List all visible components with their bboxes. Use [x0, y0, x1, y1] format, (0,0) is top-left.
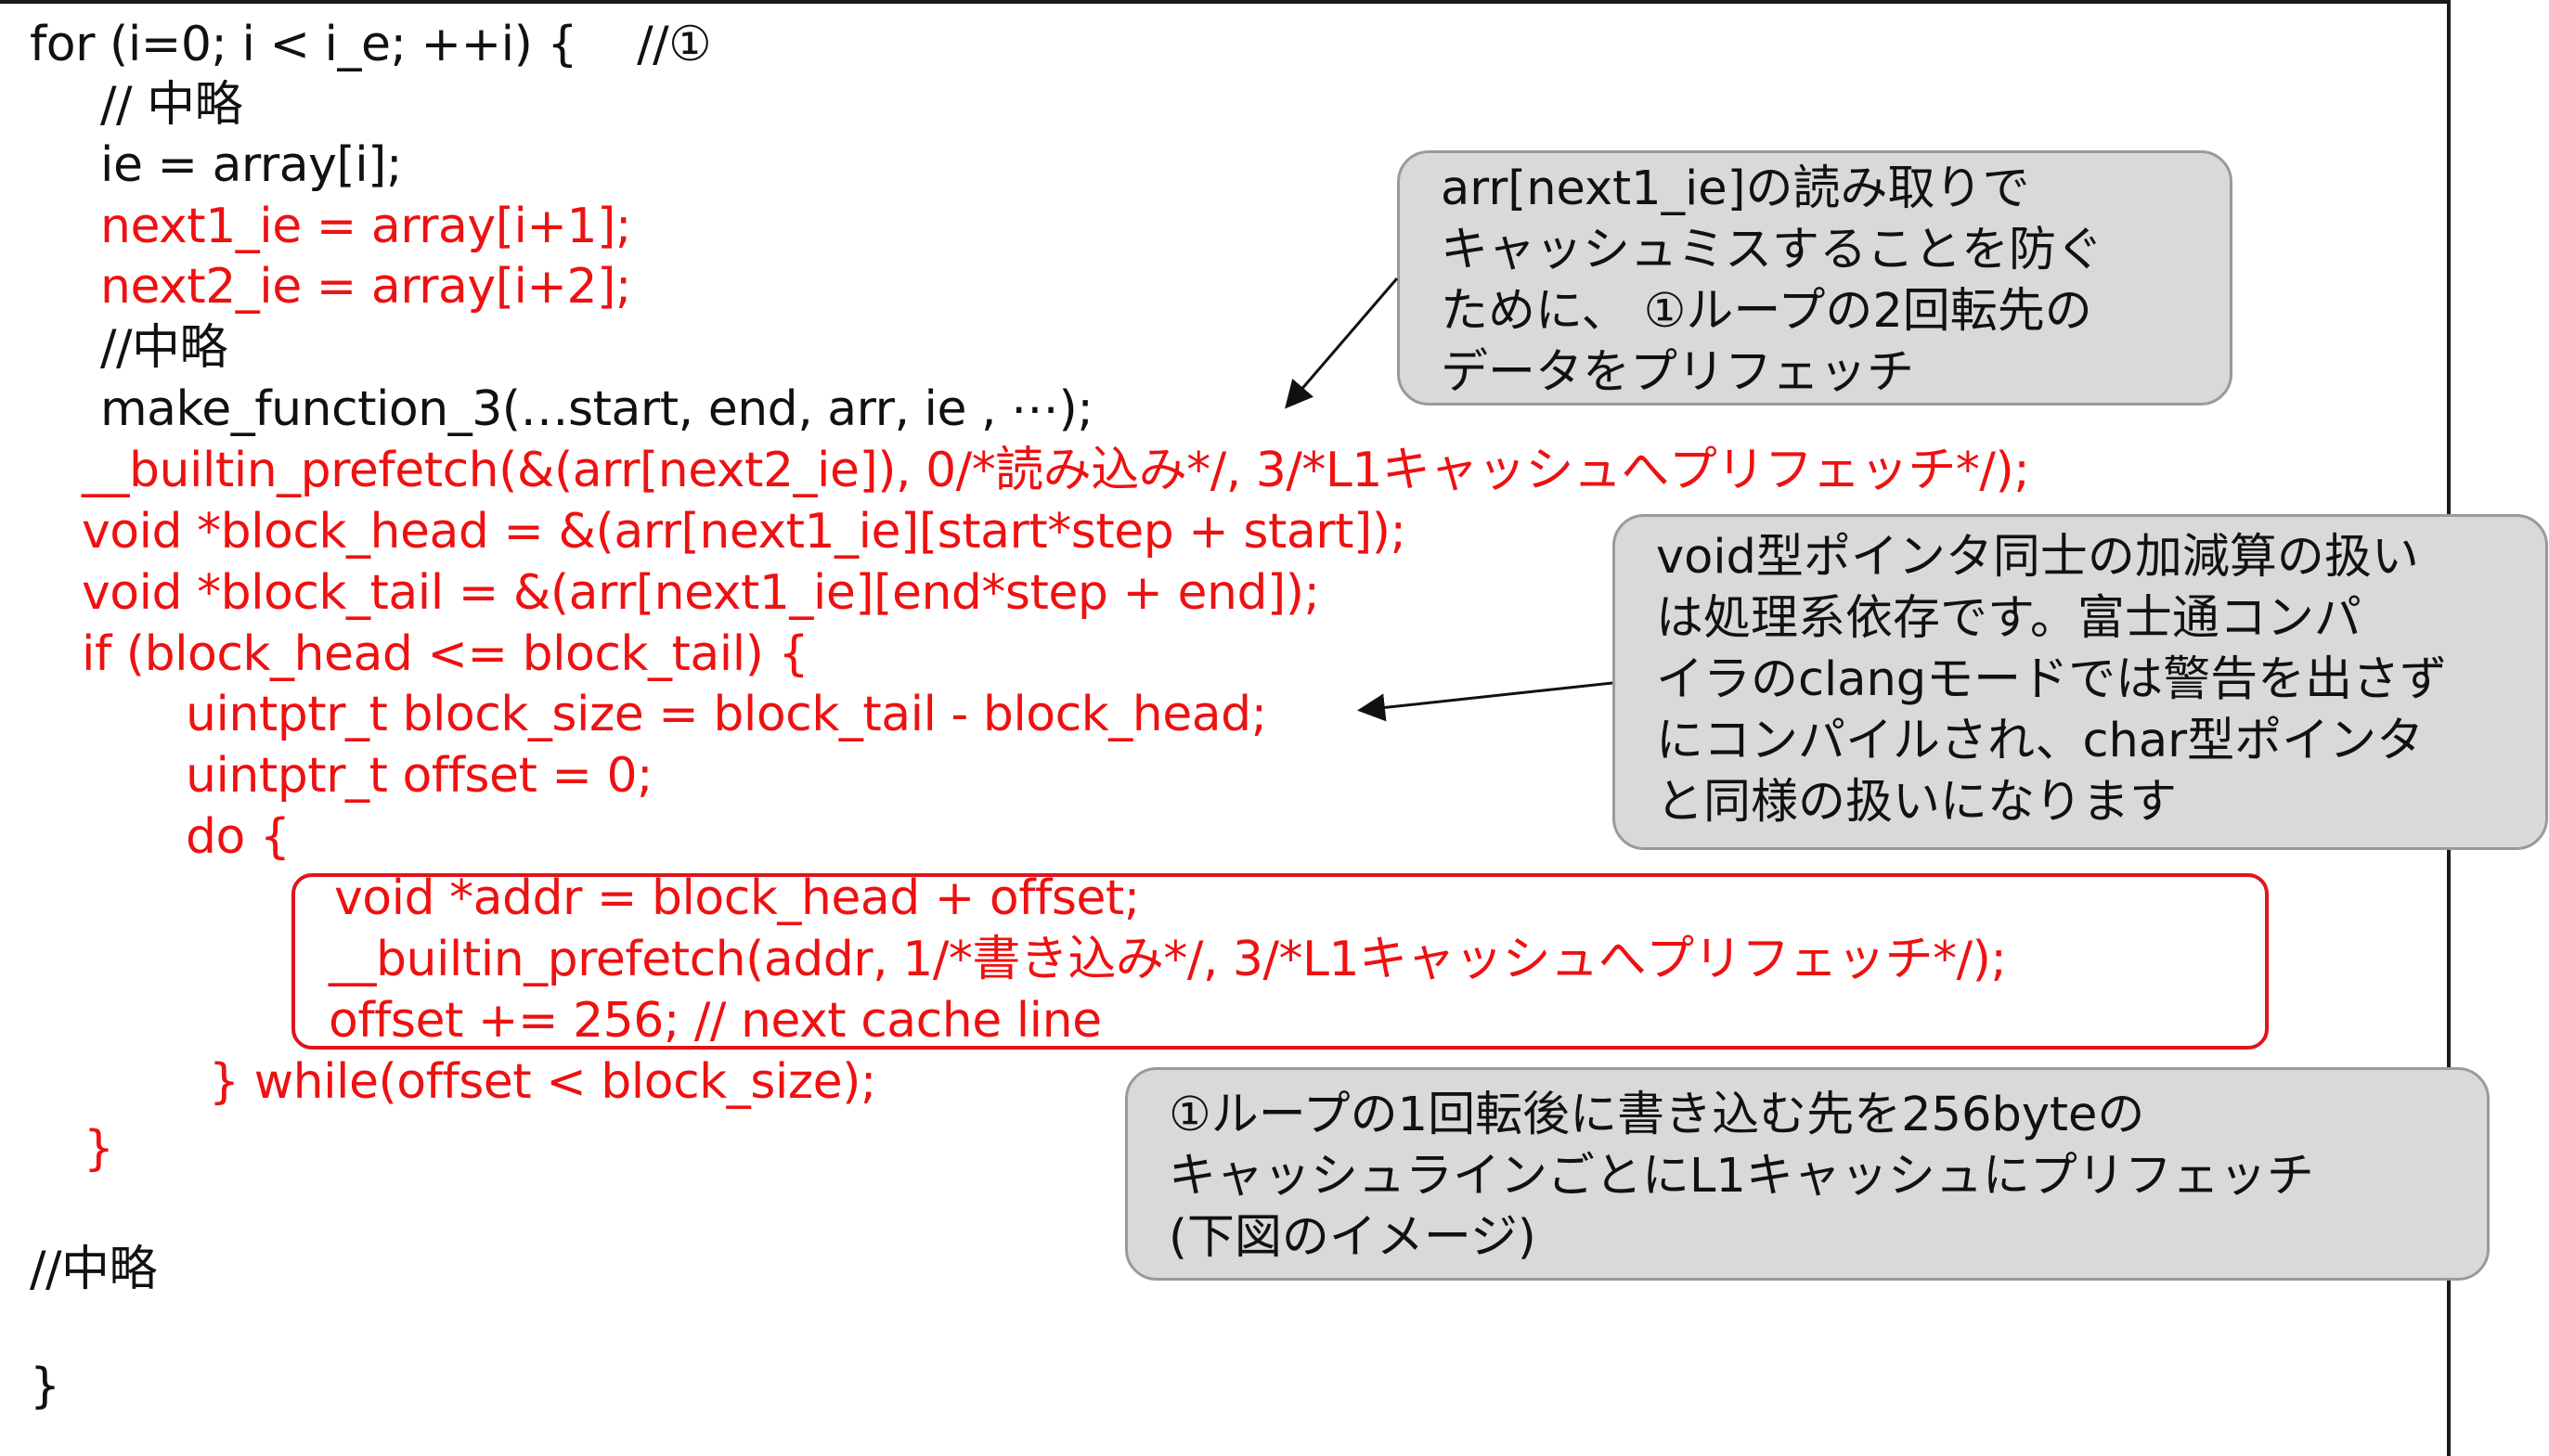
callout-void-pointer-line-4: にコンパイルされ、char型ポインタ [1656, 714, 2425, 768]
code-line-offset-init: uintptr_t offset = 0; [186, 748, 653, 804]
code-line-comment-omitted-3: //中略 [30, 1242, 158, 1297]
highlight-box [291, 873, 2269, 1050]
code-line-comment-omitted-1: // 中略 [100, 77, 243, 133]
callout-void-pointer-line-1: void型ポインタ同士の加減算の扱い [1656, 530, 2419, 585]
callout-void-pointer-line-5: と同様の扱いになります [1656, 775, 2178, 830]
code-line-next1-assign: next1_ie = array[i+1]; [100, 199, 631, 254]
callout-prefetch-read-line-2: キャッシュミスすることを防ぐ [1441, 223, 2104, 277]
callout-prefetch-read: arr[next1_ie]の読み取りで キャッシュミスすることを防ぐ ために、 … [1397, 150, 2232, 406]
code-line-prefetch-read: __builtin_prefetch(&(arr[next2_ie]), 0/*… [82, 443, 2030, 498]
code-line-if-statement: if (block_head <= block_tail) { [82, 626, 809, 682]
code-line-next2-assign: next2_ie = array[i+2]; [100, 259, 631, 315]
callout-void-pointer: void型ポインタ同士の加減算の扱い は処理系依存です。富士通コンパ イラのcl… [1612, 514, 2548, 850]
code-line-comment-omitted-2: //中略 [100, 320, 228, 376]
callout-void-pointer-line-3: イラのclangモードでは警告を出さず [1656, 652, 2448, 707]
code-line-block-size: uintptr_t block_size = block_tail - bloc… [186, 687, 1267, 742]
code-line-make-function: make_function_3(…start, end, arr, ie , ⋯… [100, 381, 1093, 437]
callout-prefetch-write: ①ループの1回転後に書き込む先を256byteの キャッシュラインごとにL1キャ… [1125, 1067, 2490, 1281]
code-line-offset-increment: offset += 256; // next cache line [329, 993, 1102, 1049]
callout-prefetch-read-line-1: arr[next1_ie]の読み取りで [1441, 161, 2030, 216]
code-line-if-close: } [84, 1121, 114, 1177]
callout-prefetch-read-line-3: ために、 ①ループの2回転先の [1441, 284, 2092, 339]
code-line-for-close: } [30, 1359, 60, 1414]
code-line-ie-assign: ie = array[i]; [100, 137, 402, 193]
code-line-block-head: void *block_head = &(arr[next1_ie][start… [82, 504, 1406, 560]
code-line-for-loop: for (i=0; i < i_e; ++i) { //① [30, 17, 712, 72]
callout-void-pointer-line-2: は処理系依存です。富士通コンパ [1656, 591, 2361, 646]
callout-prefetch-write-line-3: (下図のイメージ) [1169, 1210, 1536, 1265]
code-line-while: } while(offset < block_size); [209, 1054, 876, 1110]
callout-prefetch-write-line-1: ①ループの1回転後に書き込む先を256byteの [1169, 1088, 2145, 1142]
code-line-addr: void *addr = block_head + offset; [334, 870, 1140, 926]
code-line-block-tail: void *block_tail = &(arr[next1_ie][end*s… [82, 565, 1320, 621]
code-line-do: do { [186, 809, 291, 865]
code-line-prefetch-write: __builtin_prefetch(addr, 1/*書き込み*/, 3/*L… [329, 932, 2007, 987]
callout-prefetch-read-line-4: データをプリフェッチ [1441, 345, 1915, 400]
callout-prefetch-write-line-2: キャッシュラインごとにL1キャッシュにプリフェッチ [1169, 1149, 2314, 1204]
